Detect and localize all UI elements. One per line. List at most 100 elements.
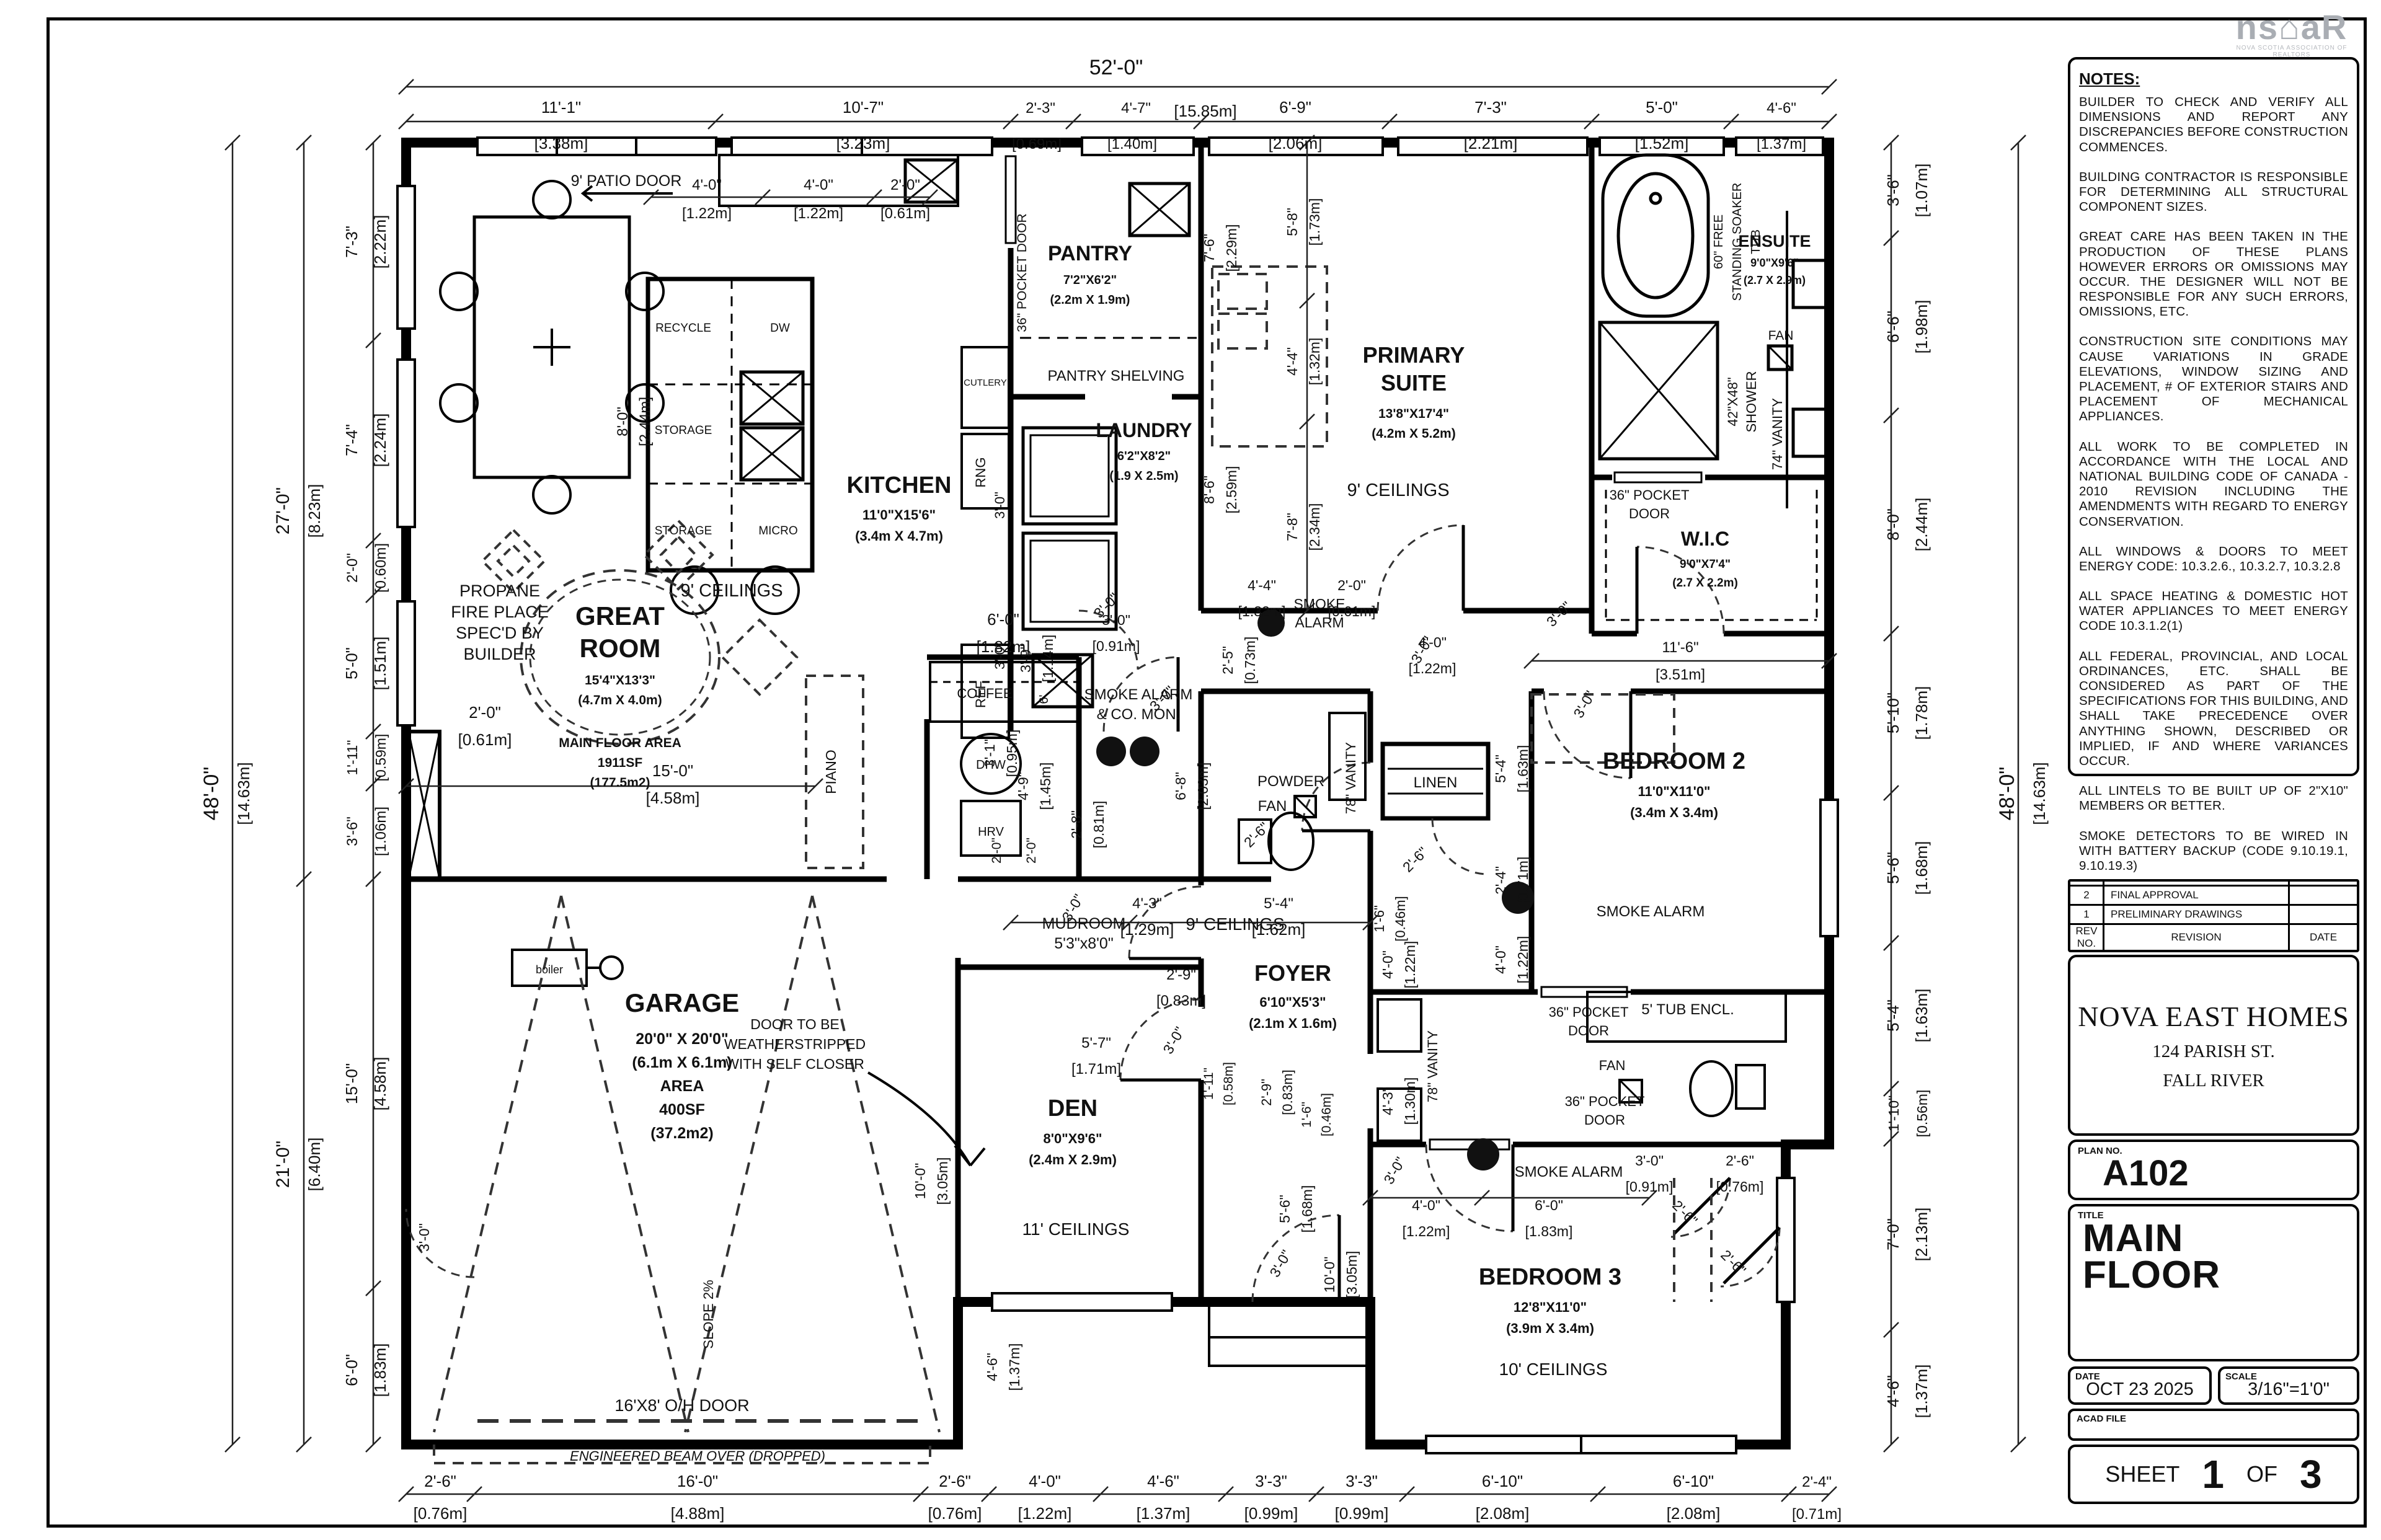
dimension-line bbox=[1821, 1486, 1837, 1502]
plan-label: [1.63m] bbox=[1515, 745, 1531, 793]
dimension-line bbox=[1362, 914, 1378, 931]
dimension-line bbox=[296, 135, 312, 151]
plan-label: 9' CEILINGS bbox=[680, 581, 783, 601]
plan-label: AREA bbox=[660, 1078, 704, 1095]
plan-label: HRV bbox=[978, 825, 1004, 839]
plan-label: 4'-4" bbox=[1248, 577, 1276, 593]
plan-label: SPEC'D BY bbox=[456, 624, 544, 642]
dimension-line bbox=[365, 135, 381, 151]
plan-label: 20'0" X 20'0" bbox=[636, 1030, 729, 1048]
interior-walls bbox=[406, 143, 1829, 1302]
plan-label: 4'-0" bbox=[1418, 634, 1447, 650]
plan-label: 1'-10" bbox=[1886, 1095, 1902, 1132]
plan-label: 2'-6" bbox=[1718, 1247, 1749, 1278]
smoke-alarm-dots bbox=[1096, 609, 1534, 1170]
plan-label: 3'-0" bbox=[1266, 1247, 1294, 1280]
plan-label: GREAT bbox=[575, 601, 665, 631]
plan-label: [0.76m] bbox=[1716, 1179, 1764, 1195]
company-name: NOVA EAST HOMES bbox=[2078, 1000, 2349, 1032]
dimension-line bbox=[981, 1486, 997, 1502]
plan-label: 4'-0" bbox=[804, 177, 833, 193]
plan-label: [1.68m] bbox=[1299, 1185, 1315, 1233]
plan-label: LINEN bbox=[1414, 774, 1458, 791]
notes-heading: NOTES: bbox=[2079, 69, 2140, 88]
plan-label: 7'2"X6'2" bbox=[1063, 273, 1117, 287]
notes-panel: NOTES: BUILDER TO CHECK AND VERIFY ALL D… bbox=[2068, 57, 2359, 873]
sheet-number: 1 bbox=[2202, 1452, 2225, 1497]
company-address: 124 PARISH ST. bbox=[2152, 1041, 2275, 1061]
plan-label: (3.4m X 3.4m) bbox=[1630, 805, 1718, 820]
plan-label: 15'-0" bbox=[342, 1063, 361, 1104]
plan-label: 2'-6" bbox=[1726, 1153, 1754, 1169]
plan-label: 4'-0" bbox=[692, 177, 722, 193]
plan-label: [1.32m] bbox=[1306, 338, 1323, 386]
plan-label: [0.76m] bbox=[414, 1504, 468, 1523]
plan-label: 3'-3" bbox=[1255, 1472, 1287, 1490]
plan-label: 2'-8" bbox=[1068, 810, 1084, 839]
dimension-line bbox=[1193, 113, 1209, 130]
plan-label: STORAGE bbox=[655, 424, 712, 437]
plan-label: [3.38m] bbox=[534, 134, 588, 153]
dimension-line bbox=[1883, 785, 1899, 801]
plan-label: [1.40m] bbox=[1107, 136, 1157, 153]
plan-label: 9'0"X9'6" bbox=[1750, 257, 1799, 269]
plan-label: BEDROOM 3 bbox=[1479, 1264, 1621, 1290]
plan-label: FAN bbox=[1258, 798, 1287, 815]
plan-label: DOOR bbox=[1629, 506, 1670, 521]
plan-label: 3'-1" bbox=[982, 739, 998, 768]
plan-label: DOOR bbox=[1568, 1023, 1609, 1038]
plan-label: 5'-0" bbox=[342, 647, 361, 679]
plan-label: PANTRY bbox=[1048, 242, 1132, 265]
plan-label: CUTLERY bbox=[964, 378, 1007, 388]
plan-label: (1.9 X 2.5m) bbox=[1109, 469, 1178, 483]
plan-label: [3.05m] bbox=[934, 1157, 951, 1205]
plan-label: [1.51m] bbox=[371, 637, 389, 691]
plan-label: GARAGE bbox=[625, 988, 739, 1017]
nsar-logo-subtext: NOVA SCOTIA ASSOCIATION OF REALTORS bbox=[2236, 45, 2348, 58]
plan-label: MAIN FLOOR AREA bbox=[559, 736, 681, 750]
plan-label: [1.29m] bbox=[1120, 920, 1174, 939]
plan-label: [2.24m] bbox=[371, 414, 389, 467]
plan-label: 4'-3" bbox=[1132, 895, 1162, 912]
plan-label: [1.22m] bbox=[1515, 936, 1531, 984]
plan-label: WEATHERSTRIPPED bbox=[724, 1036, 866, 1052]
plan-label: 11'-6" bbox=[1662, 639, 1698, 656]
plan-label: 2'-5" bbox=[1220, 646, 1236, 675]
plan-label: [0.60m] bbox=[373, 543, 389, 593]
plan-label: FAN bbox=[1599, 1058, 1626, 1073]
windows bbox=[396, 136, 1839, 1454]
plan-label: 2'-3" bbox=[1026, 100, 1055, 117]
plan-label: COFFEE bbox=[957, 686, 1012, 701]
plan-label: 7'-6" bbox=[1201, 234, 1217, 262]
plan-label: SHOWER bbox=[1744, 371, 1759, 433]
dimension-line bbox=[466, 1486, 482, 1502]
note-paragraph: BUILDING CONTRACTOR IS RESPONSIBLE FOR D… bbox=[2079, 169, 2348, 215]
dimension-line bbox=[1299, 414, 1315, 430]
plan-label: POWDER bbox=[1257, 773, 1324, 790]
plan-label: FOYER bbox=[1254, 960, 1331, 986]
plan-label: 2'-0" bbox=[1024, 838, 1039, 864]
plan-label: ALARM bbox=[1295, 614, 1344, 631]
dimension-line bbox=[365, 724, 381, 740]
sheet-border bbox=[47, 17, 2367, 1528]
sheet-of-label: OF bbox=[2246, 1461, 2278, 1487]
plan-label: [1.98m] bbox=[1912, 300, 1931, 354]
dimension-line bbox=[1218, 1486, 1234, 1502]
plan-label: [14.63m] bbox=[234, 762, 253, 825]
dimension-line bbox=[398, 1486, 414, 1502]
ensuite-fixtures bbox=[1598, 153, 1829, 621]
date-box: DATE OCT 23 2025 bbox=[2068, 1366, 2212, 1405]
plan-label: DOOR bbox=[1584, 1112, 1625, 1128]
plan-label: [1.22m] bbox=[682, 205, 732, 222]
revision-row-blank bbox=[2070, 882, 2357, 885]
plan-label: 3'-6" bbox=[1884, 174, 1902, 206]
plan-label: (4.2m X 5.2m) bbox=[1372, 427, 1455, 441]
dimension-line bbox=[1299, 603, 1315, 619]
dimension-line bbox=[1003, 914, 1019, 931]
plan-label: BUILDER bbox=[463, 645, 536, 663]
dimension-line bbox=[224, 135, 241, 151]
plan-label: [1.22m] bbox=[794, 205, 843, 222]
plan-label: DW bbox=[770, 322, 790, 335]
plan-label: 5'-4" bbox=[1264, 895, 1293, 912]
plan-label: STORAGE bbox=[655, 524, 712, 538]
